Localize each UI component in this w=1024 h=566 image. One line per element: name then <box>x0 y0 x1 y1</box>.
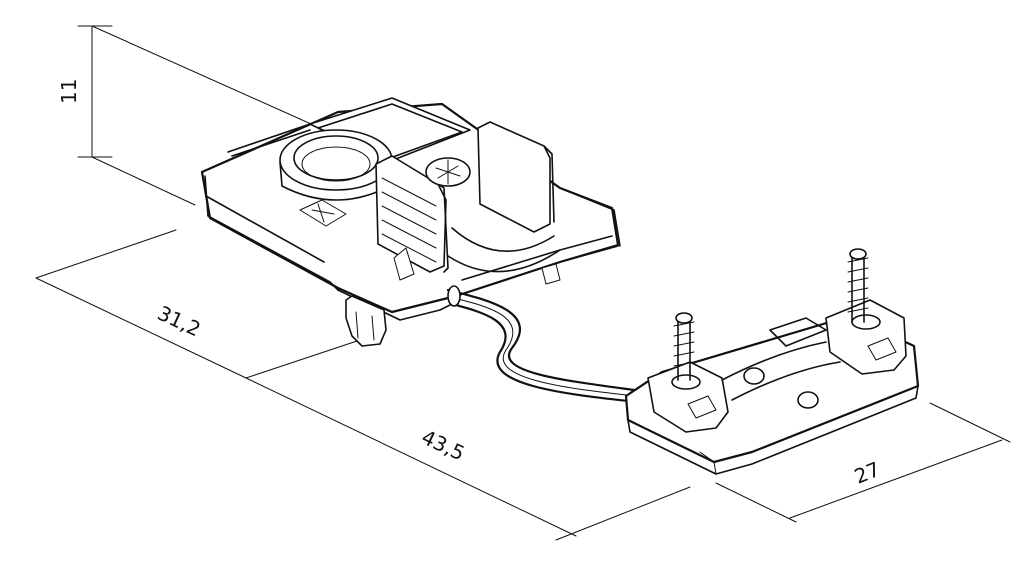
dimension-width-label: 27 <box>851 457 884 489</box>
secondary-clip <box>624 248 920 475</box>
main-clip <box>200 97 621 347</box>
dimension-height-label: 11 <box>57 79 81 104</box>
dimension-length-label: 43,5 <box>418 425 469 466</box>
cable <box>446 285 640 404</box>
dimension-length: 43,5 <box>245 377 691 541</box>
dimension-height: 11 <box>57 25 321 206</box>
dimension-depth-label: 31,2 <box>154 301 205 342</box>
